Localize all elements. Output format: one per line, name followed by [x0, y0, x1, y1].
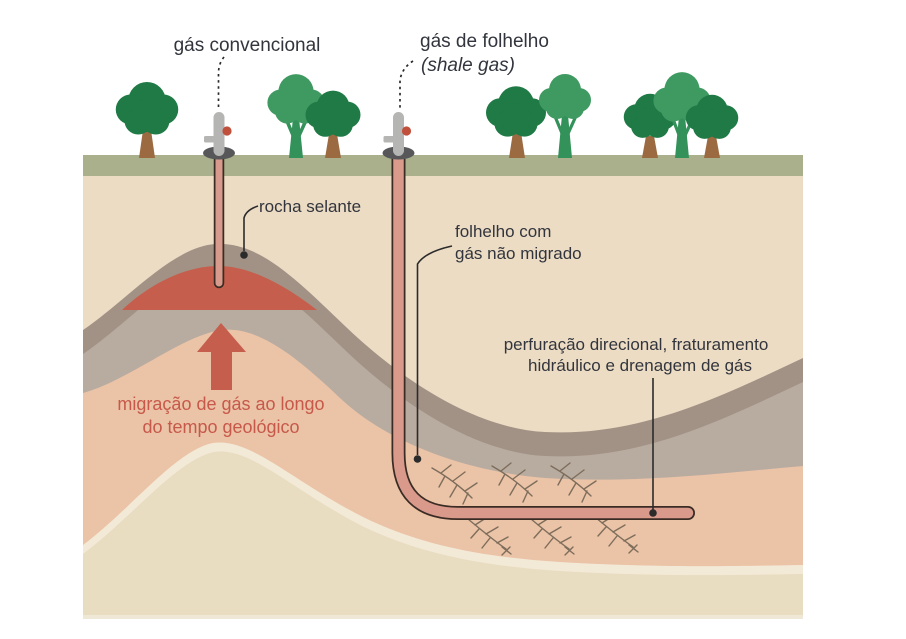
leader-shale-gas [399, 60, 414, 110]
shale-gas-sublabel: (shale gas) [421, 55, 515, 76]
migration-label-line2: do tempo geológico [142, 417, 299, 437]
shale-unmigrated-label-line1: folhelho com [455, 222, 551, 241]
conventional-gas-label: gás convencional [174, 35, 321, 56]
shale-well-pipe [393, 148, 694, 519]
ground-strip [83, 615, 803, 619]
valve-dot-icon [401, 126, 412, 136]
shale-wellhead-icon [382, 112, 415, 160]
wellhead-arm [383, 136, 395, 143]
wellhead-arm [204, 136, 215, 143]
valve-dot-icon [222, 126, 232, 136]
grass-band [83, 155, 803, 176]
shale-unmigrated-label-line2: gás não migrado [455, 244, 582, 263]
fracture-icon [530, 517, 575, 556]
migration-label-line1: migração de gás ao longo [117, 394, 324, 414]
leader-conventional-gas [217, 56, 225, 110]
fracture-icons [431, 462, 639, 556]
well-pipes [213, 147, 695, 520]
tree-icon [267, 74, 325, 158]
leader-dot [413, 455, 422, 463]
fracture-icon [467, 517, 512, 556]
tree-icon [685, 94, 739, 158]
leader-dot [649, 509, 657, 517]
up-arrow-icon [197, 323, 246, 390]
tree-icon [486, 86, 546, 158]
wellhead-body [393, 112, 404, 156]
tree-icon [115, 82, 179, 158]
leader-seal-rock [243, 205, 259, 251]
leader-shale-unmigrated [416, 245, 453, 455]
wellhead-body [213, 112, 225, 156]
drilling-label-line1: perfuração direcional, fraturamento [504, 335, 769, 354]
strata-layers [83, 155, 803, 619]
drilling-label-line2: hidráulico e drenagem de gás [528, 356, 752, 375]
tree-icon [653, 72, 711, 158]
shale-gas-label: gás de folhelho [420, 31, 549, 52]
fracture-icon [550, 462, 597, 503]
trees [115, 72, 739, 158]
tree-icon [539, 74, 591, 158]
seal-rock-label: rocha selante [259, 197, 361, 216]
leader-dot [240, 251, 248, 259]
conventional-wellhead-icon [203, 112, 235, 160]
text-labels: gás convencional gás de folhelho (shale … [117, 31, 768, 437]
layer-deep [83, 451, 803, 618]
fracture-icon [431, 464, 478, 505]
tree-icon [305, 90, 361, 158]
fracture-icon [491, 462, 538, 503]
leader-lines [217, 56, 657, 517]
